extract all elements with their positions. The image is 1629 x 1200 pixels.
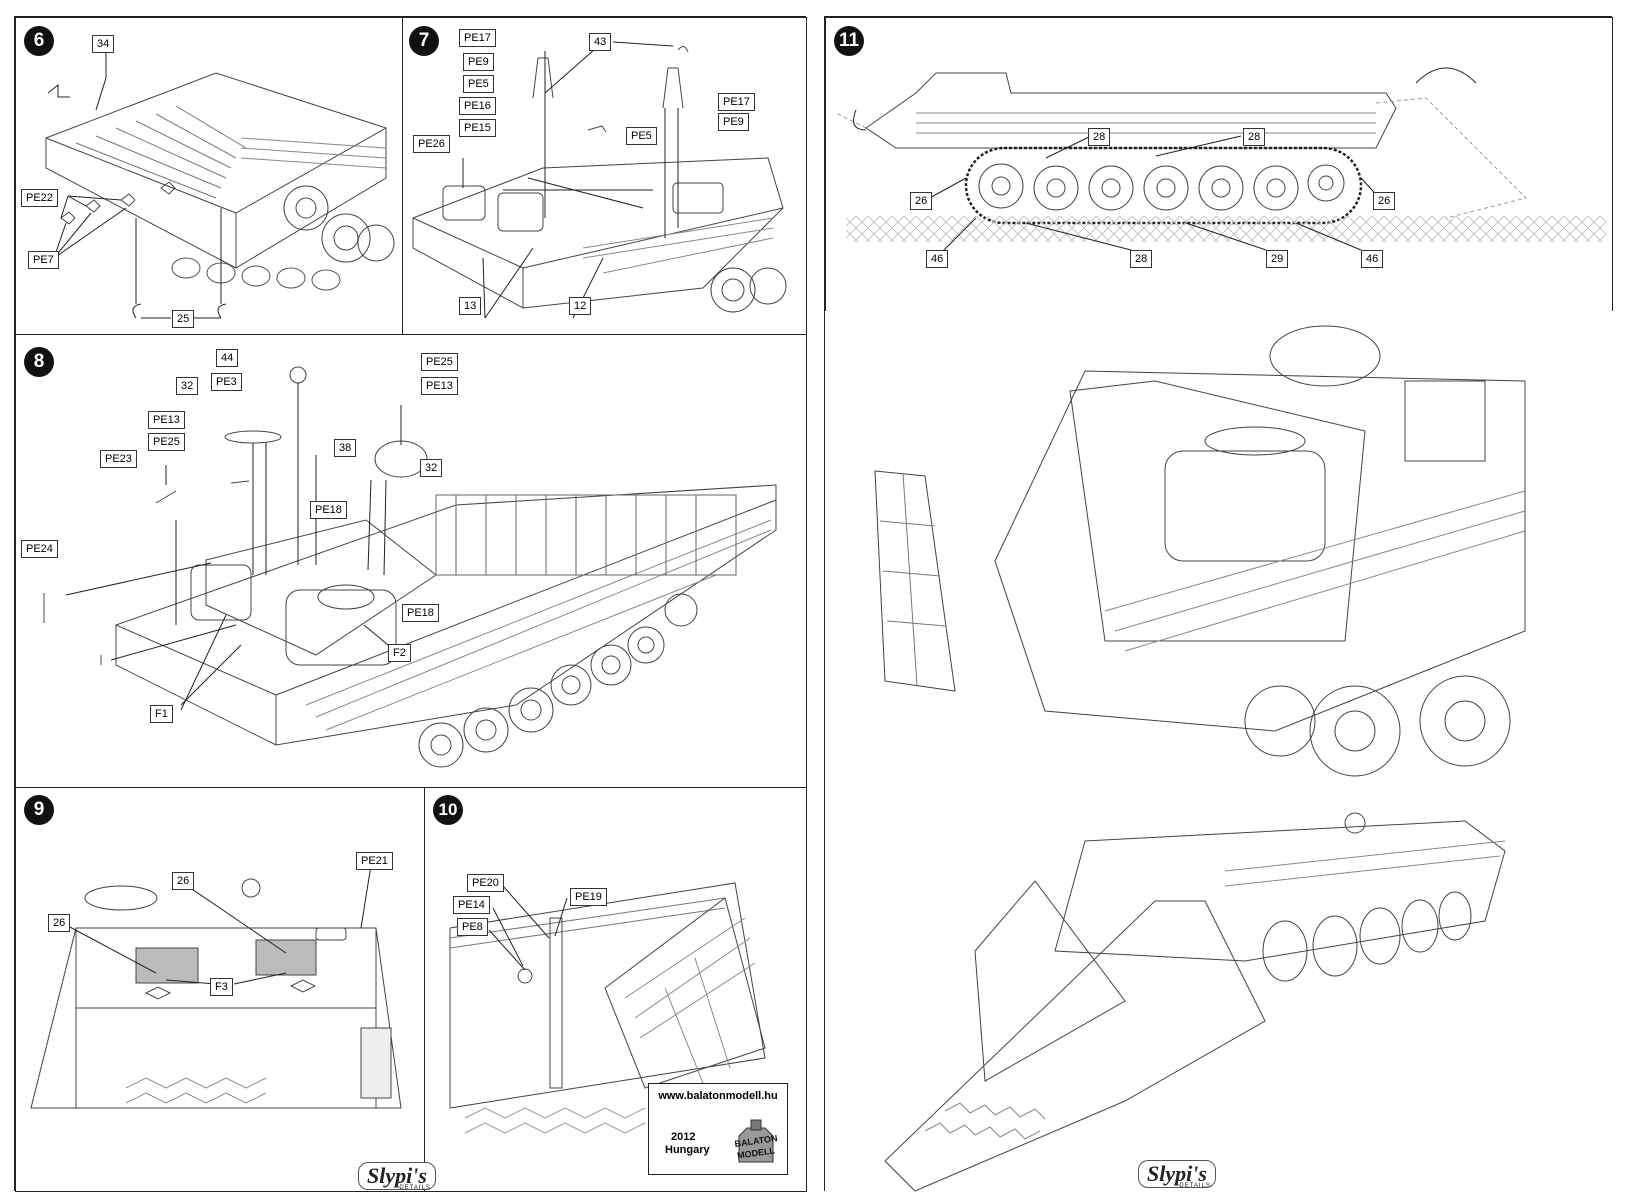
part-label: 29 bbox=[1266, 250, 1289, 268]
part-label: PE20 bbox=[467, 874, 504, 892]
part-label: 25 bbox=[172, 310, 195, 328]
step-7-panel: 7 PE17 PE9 PE5 PE16 PE15 PE26 43 PE17 PE… bbox=[402, 17, 807, 335]
part-label: PE7 bbox=[28, 251, 59, 269]
part-label: PE19 bbox=[570, 888, 607, 906]
publication-country: Hungary bbox=[665, 1144, 710, 1156]
part-label: 32 bbox=[176, 377, 199, 395]
step-10-number: 10 bbox=[433, 795, 463, 825]
logo-text: Slypi's bbox=[367, 1163, 427, 1188]
part-label: 34 bbox=[92, 35, 115, 53]
part-label: 26 bbox=[48, 914, 71, 932]
part-label: PE18 bbox=[402, 604, 439, 622]
part-label: PE14 bbox=[453, 896, 490, 914]
part-label: 26 bbox=[172, 872, 195, 890]
part-label: 38 bbox=[334, 439, 357, 457]
part-label: 26 bbox=[1373, 192, 1396, 210]
part-label: PE9 bbox=[463, 53, 494, 71]
part-label: 28 bbox=[1088, 128, 1111, 146]
step-10-drawing bbox=[449, 882, 766, 1134]
reference-drawings-panel bbox=[825, 311, 1613, 1192]
part-label: PE24 bbox=[21, 540, 58, 558]
publication-year: 2012 bbox=[671, 1131, 696, 1143]
part-label: PE21 bbox=[356, 852, 393, 870]
part-label: PE23 bbox=[100, 450, 137, 468]
part-label: PE17 bbox=[718, 93, 755, 111]
part-label: PE8 bbox=[457, 918, 488, 936]
step-6-number: 6 bbox=[24, 26, 54, 56]
step-10-panel: 10 PE20 PE19 PE14 PE8 bbox=[424, 787, 807, 1192]
part-label: PE18 bbox=[310, 501, 347, 519]
part-label: PE15 bbox=[459, 119, 496, 137]
logo-subtext: DETAILS bbox=[399, 1185, 431, 1191]
logo-text: Slypi's bbox=[1147, 1161, 1207, 1186]
step-6-drawing bbox=[45, 48, 395, 319]
left-instruction-sheet: 6 34 PE22 PE7 25 bbox=[14, 16, 807, 1192]
part-label: PE22 bbox=[21, 189, 58, 207]
publisher-credit-box: www.balatonmodell.hu 2012 Hungary BALATO… bbox=[648, 1083, 788, 1175]
vehicle-reference-drawings bbox=[874, 325, 1526, 1192]
step-9-number: 9 bbox=[24, 795, 54, 825]
part-label: PE13 bbox=[148, 411, 185, 429]
step-11-number: 11 bbox=[834, 26, 864, 56]
step-8-drawing bbox=[43, 366, 777, 768]
part-label: PE26 bbox=[413, 135, 450, 153]
right-instruction-sheet: 11 28 28 26 26 46 28 29 46 bbox=[824, 16, 1613, 1192]
part-label: PE13 bbox=[421, 377, 458, 395]
balaton-modell-logo: BALATON MODELL bbox=[729, 1114, 783, 1168]
logo-subtext: DETAILS bbox=[1179, 1183, 1211, 1189]
step-8-panel: 8 44 PE3 32 PE13 PE25 PE23 PE24 38 PE18 … bbox=[15, 334, 807, 788]
step-8-number: 8 bbox=[24, 347, 54, 377]
step-6-panel: 6 34 PE22 PE7 25 bbox=[15, 17, 403, 335]
part-label: 46 bbox=[926, 250, 949, 268]
part-label: 28 bbox=[1130, 250, 1153, 268]
part-label: 44 bbox=[216, 349, 239, 367]
part-label: PE3 bbox=[211, 373, 242, 391]
part-label: F3 bbox=[210, 978, 233, 996]
step-7-drawing bbox=[412, 41, 787, 319]
part-label: PE5 bbox=[463, 75, 494, 93]
step-9-panel: 9 26 26 PE21 F3 bbox=[15, 787, 425, 1192]
part-label: 12 bbox=[569, 297, 592, 315]
step-11-panel: 11 28 28 26 26 46 28 29 46 bbox=[825, 17, 1613, 312]
part-label: 28 bbox=[1243, 128, 1266, 146]
part-label: 32 bbox=[420, 459, 443, 477]
part-label: PE25 bbox=[148, 433, 185, 451]
part-label: 26 bbox=[910, 192, 933, 210]
step-7-number: 7 bbox=[409, 26, 439, 56]
part-label: PE17 bbox=[459, 29, 496, 47]
step-9-drawing bbox=[30, 864, 402, 1109]
part-label: PE16 bbox=[459, 97, 496, 115]
part-label: F2 bbox=[388, 644, 411, 662]
part-label: 13 bbox=[459, 297, 482, 315]
part-label: PE5 bbox=[626, 127, 657, 145]
part-label: PE9 bbox=[718, 113, 749, 131]
part-label: 43 bbox=[589, 33, 612, 51]
part-label: F1 bbox=[150, 705, 173, 723]
part-label: PE25 bbox=[421, 353, 458, 371]
publisher-url: www.balatonmodell.hu bbox=[658, 1090, 778, 1102]
part-label: 46 bbox=[1361, 250, 1384, 268]
